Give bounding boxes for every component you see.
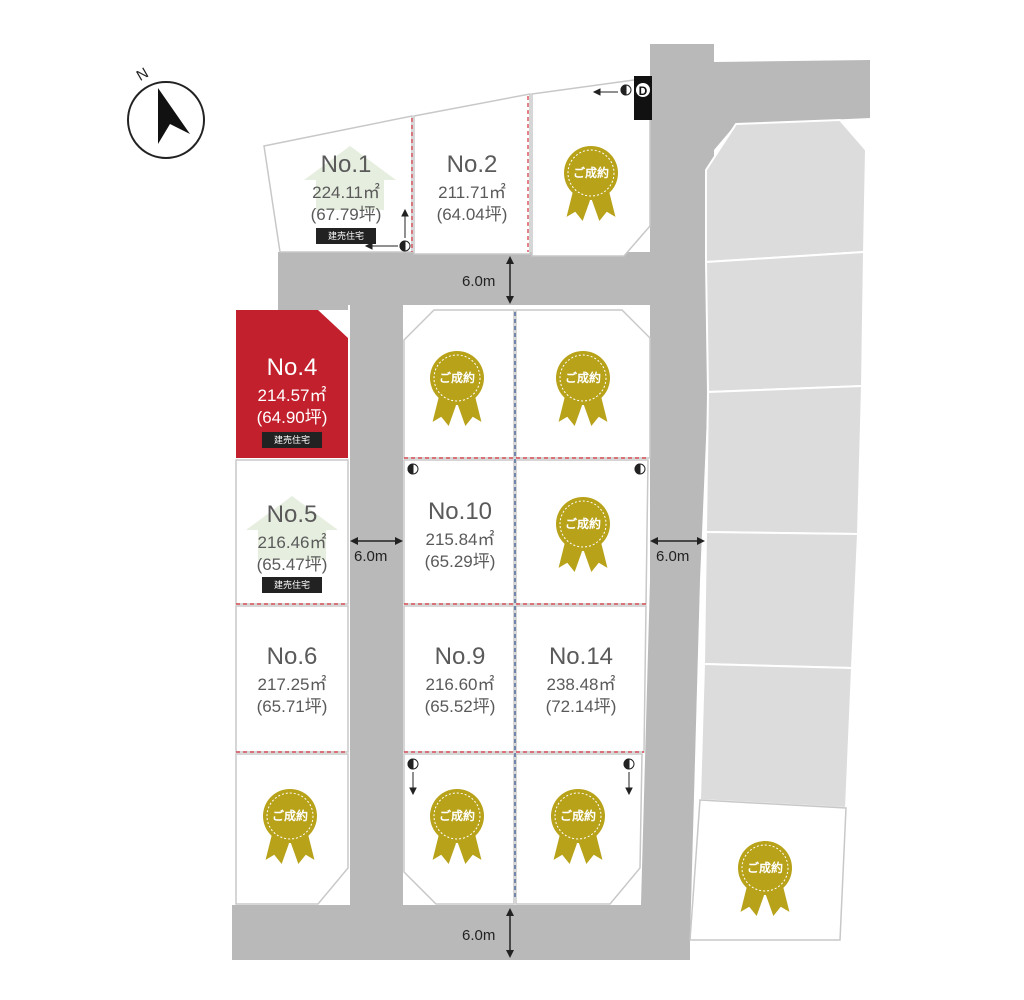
lot-9-area-m2: 216.60㎡ [426, 675, 495, 694]
roads [232, 44, 870, 960]
lot-6-outline[interactable] [235, 605, 349, 753]
half-circle-marker-icon [407, 758, 419, 770]
lot-5-label[interactable]: No.5 216.46㎡ (65.47坪) 建売住宅 [257, 501, 328, 593]
sold-label: ご成約 [565, 516, 601, 531]
sold-label: ご成約 [272, 808, 308, 823]
sold-badge-icon: ご成約 [737, 840, 793, 919]
neighbor-lots [698, 118, 868, 810]
lot-9-label[interactable]: No.9 216.60㎡ (65.52坪) [425, 643, 496, 716]
north-label: N [134, 65, 152, 85]
sold-badge-icon: ご成約 [563, 145, 619, 224]
sold-badge-icon: ご成約 [555, 350, 611, 429]
utility-markers [364, 84, 646, 796]
lot-2-number: No.2 [447, 151, 498, 178]
sold-badge-icon: ご成約 [262, 788, 318, 867]
d-marker-label: D [639, 84, 648, 98]
lot-10-area-tsubo: (65.29坪) [425, 552, 496, 571]
road-width-bottom-label: 6.0m [462, 927, 495, 944]
lot-9-number: No.9 [435, 643, 486, 670]
north-arrow-icon [158, 88, 190, 144]
lot-6-number: No.6 [267, 643, 318, 670]
lot-14-number: No.14 [549, 643, 613, 670]
lot-2-label[interactable]: No.2 211.71㎡ (64.04坪) [437, 151, 508, 224]
sold-label: ご成約 [573, 165, 609, 180]
road-width-middle: 6.0m [350, 537, 403, 565]
lot-1-label[interactable]: No.1 224.11㎡ (67.79坪) 建売住宅 [311, 151, 382, 244]
road-right-upper [650, 44, 714, 252]
lot-14-area-m2: 238.48㎡ [547, 675, 616, 694]
neighbor-lot [704, 250, 866, 394]
lot-10-area-m2: 215.84㎡ [426, 530, 495, 549]
lot-9-area-tsubo: (65.52坪) [425, 697, 496, 716]
road-bottom [232, 905, 690, 960]
built-for-sale-tag [262, 577, 322, 593]
lot-5-area-tsubo: (65.47坪) [257, 555, 328, 574]
half-circle-marker-icon [623, 758, 635, 770]
road-right [640, 252, 714, 940]
lot-4-label[interactable]: No.4 214.57㎡ (64.90坪) 建売住宅 [257, 354, 328, 448]
lot-outlines [235, 79, 847, 941]
sold-label: ご成約 [747, 860, 783, 875]
boundary-lines [236, 96, 648, 900]
lot-14-label[interactable]: No.14 238.48㎡ (72.14坪) [546, 643, 617, 716]
neighbor-lot [705, 118, 868, 264]
lot-2-outline[interactable] [413, 93, 531, 255]
road-middle [350, 305, 403, 905]
lot-10-outline[interactable] [403, 459, 515, 605]
sold-label: ご成約 [560, 808, 596, 823]
road-width-middle-label: 6.0m [354, 548, 387, 565]
road-width-right: 6.0m [650, 537, 705, 565]
lot-4-area-tsubo: (64.90坪) [257, 408, 328, 427]
lot-9-outline[interactable] [403, 605, 515, 753]
lot-2-area-m2: 211.71㎡ [438, 183, 506, 202]
lot-5-number: No.5 [267, 501, 318, 528]
lot-1-area-m2: 224.11㎡ [312, 183, 380, 202]
sold-badge-icon: ご成約 [555, 496, 611, 575]
lot-4-outline[interactable] [236, 310, 348, 458]
road-width-bottom: 6.0m [462, 908, 514, 958]
road-top [278, 252, 650, 305]
sold-badge-icon: ご成約 [550, 788, 606, 867]
half-circle-marker-icon [620, 84, 632, 96]
road-stub [278, 252, 348, 310]
half-circle-marker-icon [634, 463, 646, 475]
sold-label: ご成約 [565, 370, 601, 385]
d-marker: D [634, 76, 652, 120]
lot-6-area-m2: 217.25㎡ [258, 675, 327, 694]
lot-1-area-tsubo: (67.79坪) [311, 205, 382, 224]
lot-4-tag: 建売住宅 [274, 434, 310, 445]
lot-4-number: No.4 [267, 354, 318, 381]
road-width-top: 6.0m [462, 256, 514, 304]
sold-label: ご成約 [439, 808, 475, 823]
lot-10-label[interactable]: No.10 215.84㎡ (65.29坪) [425, 498, 496, 571]
lot-2-area-tsubo: (64.04坪) [437, 205, 508, 224]
half-circle-marker-icon [407, 463, 419, 475]
sold-badge-icon: ご成約 [429, 350, 485, 429]
lot-6-label[interactable]: No.6 217.25㎡ (65.71坪) [257, 643, 328, 716]
road-width-top-label: 6.0m [462, 273, 495, 290]
neighbor-lot [698, 662, 854, 810]
road-width-right-label: 6.0m [656, 548, 689, 565]
sold-label: ご成約 [439, 370, 475, 385]
lot-10-number: No.10 [428, 498, 492, 525]
lot-14-area-tsubo: (72.14坪) [546, 697, 617, 716]
road-east-arterial [714, 60, 870, 150]
half-circle-marker-icon [399, 240, 411, 252]
lot-1-tag: 建売住宅 [328, 230, 364, 241]
compass: N [127, 65, 205, 159]
lot-5-area-m2: 216.46㎡ [258, 533, 327, 552]
neighbor-lot [702, 530, 860, 670]
built-for-sale-tag [262, 432, 322, 448]
sold-badge-icon: ご成約 [429, 788, 485, 867]
lot-6-area-tsubo: (65.71坪) [257, 697, 328, 716]
lot-4-area-m2: 214.57㎡ [258, 386, 327, 405]
lot-5-tag: 建売住宅 [274, 579, 310, 590]
neighbor-lot [704, 384, 864, 536]
lot-1-number: No.1 [321, 151, 372, 178]
built-for-sale-tag [316, 228, 376, 244]
